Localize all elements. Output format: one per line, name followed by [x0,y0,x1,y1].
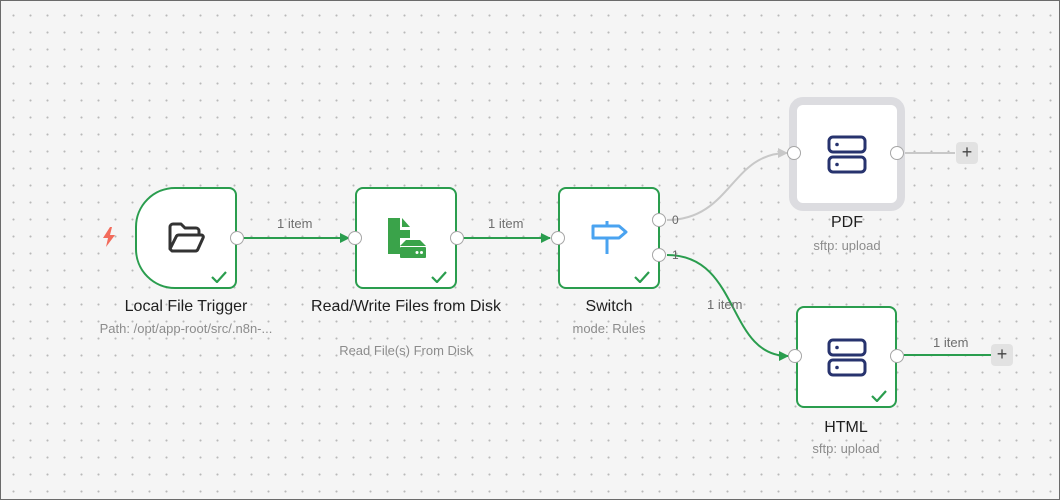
node-read-write-files[interactable] [355,187,457,289]
node-subtitle: Read File(s) From Disk [339,343,473,358]
node-html[interactable] [796,306,897,408]
success-check-icon [634,271,650,283]
input-handle[interactable] [788,349,802,363]
server-icon [827,135,867,174]
output-handle-1[interactable] [652,248,666,262]
output-handle[interactable] [890,349,904,363]
node-title: HTML [824,419,868,436]
add-node-button[interactable]: + [956,142,978,164]
output-handle[interactable] [230,231,244,245]
node-subtitle: Path: /opt/app-root/src/.n8n-... [99,321,273,336]
edge-label: 1 item [933,335,969,350]
node-title: Local File Trigger [124,298,248,315]
add-node-button[interactable]: + [991,344,1013,366]
folder-open-icon [168,222,205,253]
input-handle[interactable] [348,231,362,245]
node-title: Read/Write Files from Disk [311,298,501,315]
output-handle-0[interactable] [652,213,666,227]
node-title: PDF [831,214,863,231]
node-subtitle: mode: Rules [572,321,646,336]
output-label-0: 0 [672,213,679,227]
input-handle[interactable] [551,231,565,245]
output-label-1: 1 [672,248,679,262]
edge-switch-to-html[interactable] [666,254,789,361]
edge-switch-to-pdf[interactable] [666,148,788,221]
trigger-bolt-icon [103,227,115,247]
server-icon [827,338,866,377]
input-handle[interactable] [787,146,801,160]
file-disk-icon [388,218,426,258]
node-title: Switch [585,298,633,315]
node-subtitle: sftp: upload [812,441,880,456]
success-check-icon [871,390,887,402]
edge-label: 1 item [488,216,524,231]
node-local-file-trigger[interactable] [135,187,237,289]
node-switch[interactable] [558,187,660,289]
success-check-icon [431,271,447,283]
node-subtitle: sftp: upload [813,238,881,253]
output-handle[interactable] [890,146,904,160]
edge-label: 1 item [277,216,313,231]
success-check-icon [211,271,227,283]
signpost-icon [591,221,628,254]
output-handle[interactable] [450,231,464,245]
edge-label: 1 item [707,297,743,312]
node-pdf[interactable] [789,97,905,211]
